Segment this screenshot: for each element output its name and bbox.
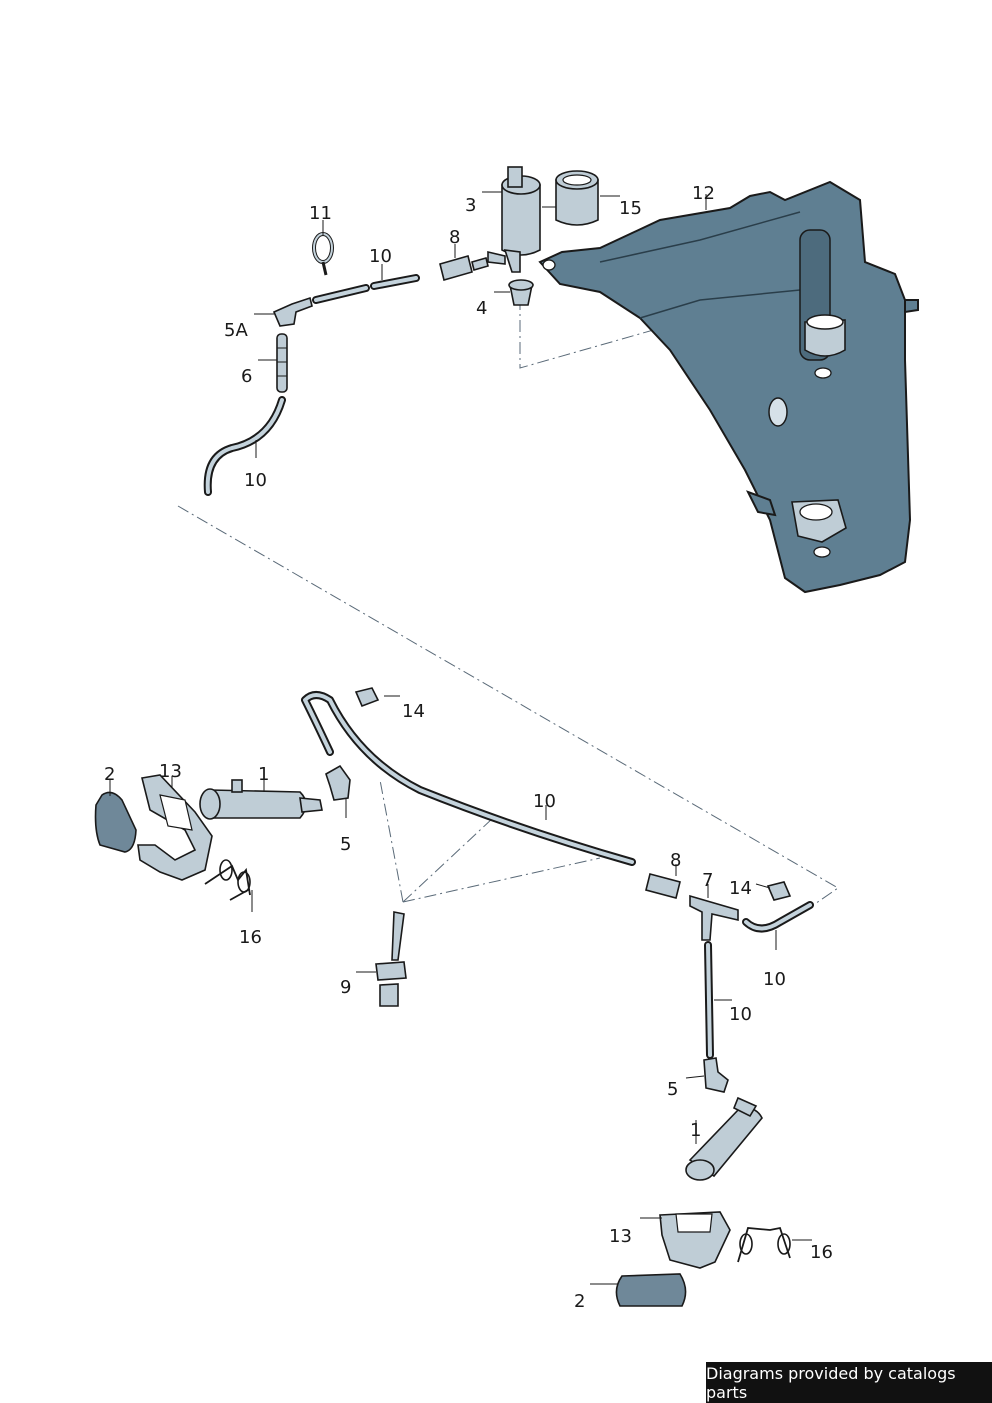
label-3: 3 [465, 195, 476, 216]
label-1-left: 1 [258, 764, 269, 785]
label-12: 12 [692, 183, 715, 204]
elbow-5-right [703, 1057, 729, 1093]
hoses-top [203, 274, 420, 496]
nozzle-cylinder-right [685, 1096, 763, 1181]
label-4: 4 [476, 298, 487, 319]
label-11: 11 [309, 203, 332, 224]
cable-tie [312, 232, 334, 276]
label-9: 9 [340, 977, 351, 998]
label-14-upper: 14 [402, 701, 425, 722]
part-labels: 11 10 8 3 15 12 4 5A 6 10 14 2 13 1 10 5… [104, 183, 833, 1312]
label-13-left: 13 [159, 761, 182, 782]
label-10-left: 10 [244, 470, 267, 491]
label-10-top: 10 [369, 246, 392, 267]
label-2-left: 2 [104, 764, 115, 785]
spring-left [204, 859, 251, 901]
connector-8-bottom [645, 873, 681, 899]
bracket-right [659, 1211, 731, 1269]
label-10-vertical: 10 [729, 1004, 752, 1025]
credit-footer: Diagrams provided by catalogs parts [706, 1362, 992, 1403]
credit-text: Diagrams provided by catalogs parts [706, 1363, 956, 1402]
hoses-bottom [301, 691, 814, 1059]
label-10-right: 10 [763, 969, 786, 990]
label-16-right: 16 [810, 1242, 833, 1263]
t-connector-7 [689, 894, 739, 941]
washer-reservoir [538, 180, 919, 594]
label-5-left: 5 [340, 834, 351, 855]
leader-lines [109, 191, 812, 1285]
label-2-right: 2 [574, 1291, 585, 1312]
elbow-5a [272, 296, 313, 327]
label-1-right: 1 [690, 1120, 701, 1141]
connector-top [439, 255, 489, 281]
sleeve [555, 170, 599, 226]
label-16-left: 16 [239, 927, 262, 948]
elbow-5-left [325, 764, 351, 801]
cover-cap-left [94, 791, 137, 853]
label-8-top: 8 [449, 227, 460, 248]
label-13-right: 13 [609, 1226, 632, 1247]
label-5a: 5A [224, 320, 248, 341]
label-5-right: 5 [667, 1079, 678, 1100]
holder-9 [375, 911, 407, 1007]
clip-14-lower [766, 881, 792, 901]
label-8-bottom: 8 [670, 850, 681, 871]
cover-cap-right [615, 1273, 687, 1307]
label-15: 15 [619, 198, 642, 219]
grommet [508, 279, 534, 306]
label-14-lower: 14 [729, 878, 752, 899]
connector-6 [276, 333, 288, 393]
spring-right [737, 1226, 791, 1263]
label-6: 6 [241, 366, 252, 387]
label-10-middle: 10 [533, 791, 556, 812]
label-7: 7 [702, 870, 713, 891]
nozzle-cylinder-left [199, 779, 323, 820]
clip-14-upper [354, 687, 380, 708]
washer-pump [487, 166, 541, 273]
bracket-left [137, 774, 213, 881]
